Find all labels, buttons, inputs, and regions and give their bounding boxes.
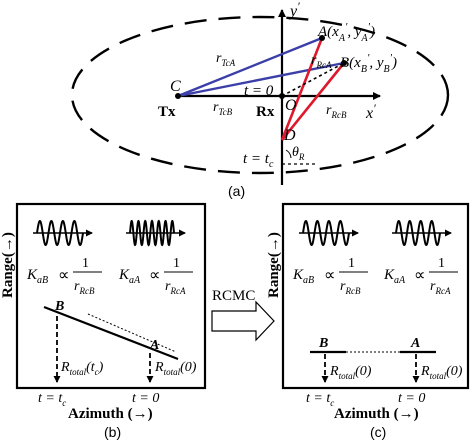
t0-label: t = 0: [244, 83, 274, 99]
point-o-dot: [279, 93, 285, 99]
rtotal-right-c: Rtotal(0): [420, 364, 463, 381]
azimuth-label-b: Azimuth (→): [68, 406, 153, 422]
rcmc-transform: RCMC: [211, 288, 275, 342]
theta-arc: [285, 149, 292, 159]
x-axis-label: x′: [365, 101, 376, 122]
line-r-tcb: [177, 61, 345, 98]
line-r-tca: [177, 36, 323, 98]
point-a-dot: [319, 35, 325, 41]
rtotal-left-b: Rtotal(tc): [60, 360, 104, 377]
formula-left-b: KaB ∝ 1 rRcB: [26, 256, 102, 296]
rcmc-label: RCMC: [212, 288, 255, 304]
svg-text:1: 1: [348, 256, 355, 271]
range-label-b: Range(→): [0, 232, 16, 298]
point-a-label-b: A: [149, 338, 159, 353]
rtotal-left-c: Rtotal(0): [329, 364, 372, 381]
formula-right-c: KaA ∝ 1 rRcA: [383, 256, 458, 296]
chirp-wave-left-c: [302, 219, 350, 247]
point-c-label: C: [170, 78, 181, 95]
tx-label: Tx: [158, 104, 176, 120]
formula-left-c: KaB ∝ 1 rRcB: [292, 256, 368, 296]
caption-a: (a): [228, 183, 245, 199]
chirp-wave-left-b: [36, 219, 84, 247]
point-a-label-c: A: [410, 336, 420, 351]
r-rca-label: rRcA: [311, 53, 332, 70]
ttc-label: t = tc: [243, 151, 274, 170]
r-tca-label: rTcA: [216, 51, 236, 68]
point-d-label: D: [283, 127, 296, 144]
rx-label: Rx: [256, 104, 275, 120]
point-a-label: A(xA′, yA′): [317, 21, 375, 44]
panel-b: Range(→) KaB ∝ 1 rRcB KaA ∝ 1 rRcA B A: [0, 202, 207, 440]
r-tcb-label: rTcB: [213, 100, 233, 117]
panel-c: Range(→) KaB ∝ 1 rRcB KaA ∝ 1 rRcA B A R…: [266, 202, 470, 440]
panel-b-frame: [15, 202, 207, 390]
svg-text:∝: ∝: [414, 267, 425, 284]
trajectory-b-dotted: [87, 313, 177, 353]
r-rcb-label: rRcB: [326, 103, 347, 120]
svg-text:KaB: KaB: [26, 267, 48, 286]
svg-text:∝: ∝: [324, 267, 335, 284]
caption-b: (b): [104, 424, 121, 440]
t-left-b: t = tc: [38, 391, 66, 408]
ellipse-orbit: [70, 15, 450, 175]
rtotal-right-b: Rtotal(0): [154, 360, 197, 377]
svg-text:rRcA: rRcA: [430, 279, 451, 296]
rcmc-arrow: [211, 300, 275, 342]
panel-a: y′ x′ A(xA′, yA′) B(xB′, yB′) C O D rTcA…: [70, 0, 450, 199]
caption-c: (c): [370, 424, 386, 440]
formula-right-b: KaA ∝ 1 rRcA: [118, 256, 193, 296]
svg-text:KaA: KaA: [118, 267, 141, 286]
range-label-c: Range(→): [266, 232, 282, 298]
t-right-c: t = 0: [398, 391, 425, 406]
t-left-c: t = tc: [306, 391, 334, 408]
svg-text:1: 1: [82, 256, 89, 271]
chirp-wave-right-c: [395, 219, 441, 247]
t-right-b: t = 0: [132, 391, 159, 406]
panel-c-frame: [281, 202, 470, 390]
svg-text:rRcB: rRcB: [74, 279, 95, 296]
svg-text:∝: ∝: [149, 267, 160, 284]
point-b-dot: [341, 60, 347, 66]
point-c-dot: [175, 93, 181, 99]
svg-text:∝: ∝: [58, 267, 69, 284]
svg-text:rRcA: rRcA: [165, 279, 186, 296]
point-b-label: B(xB′, yB′): [340, 52, 397, 75]
line-r-rca: [280, 37, 324, 141]
svg-text:1: 1: [438, 256, 445, 271]
theta-label: θR: [292, 145, 305, 162]
azimuth-label-c: Azimuth (→): [334, 406, 419, 422]
trajectory-b: [43, 305, 179, 361]
point-o-label: O: [285, 97, 297, 114]
svg-text:KaA: KaA: [383, 267, 406, 286]
svg-text:rRcB: rRcB: [340, 279, 361, 296]
svg-text:1: 1: [173, 256, 180, 271]
line-r-rcb: [280, 62, 346, 141]
point-b-label-b: B: [54, 299, 64, 314]
chirp-wave-right-b: [129, 219, 175, 247]
svg-text:KaB: KaB: [292, 267, 314, 286]
y-axis-label: y′: [288, 0, 300, 20]
point-b-label-c: B: [318, 336, 328, 351]
